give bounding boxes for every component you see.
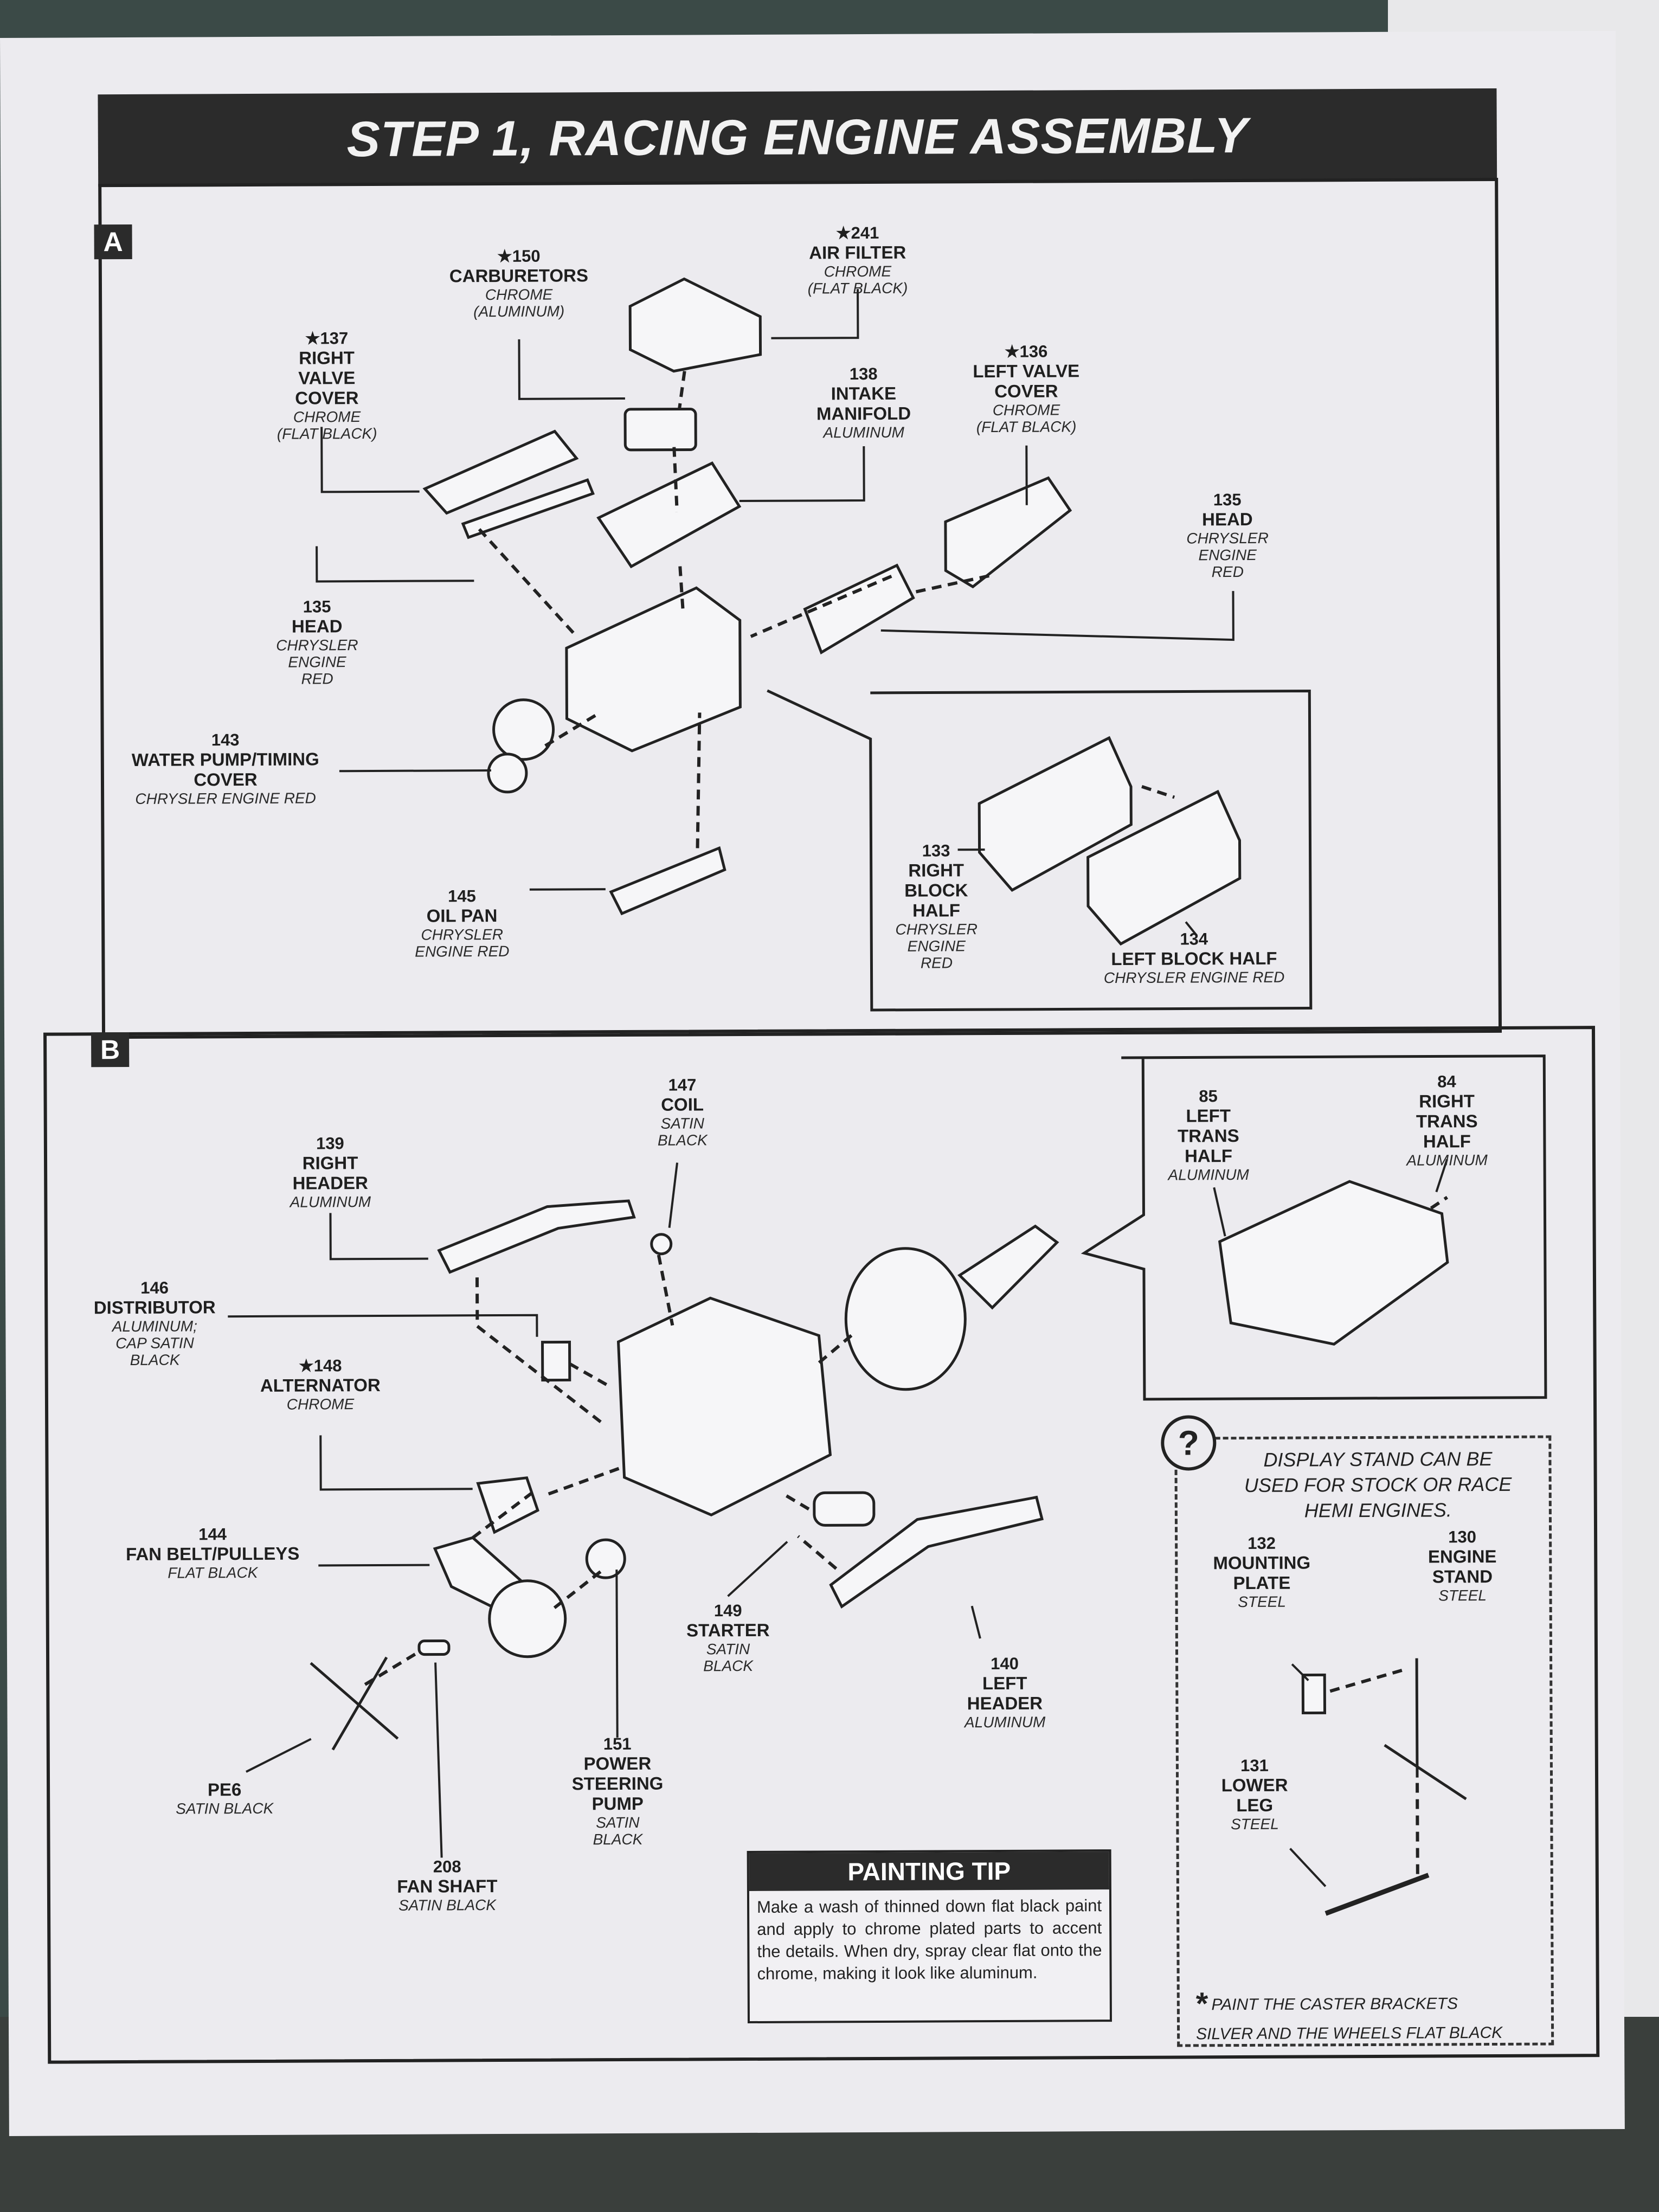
label-air-filter: ★241 AIR FILTER CHROME (FLAT BLACK) xyxy=(807,223,908,297)
label-lower-leg: 131 LOWER LEG STEEL xyxy=(1221,1756,1288,1832)
label-mounting-plate: 132 MOUNTING PLATE STEEL xyxy=(1213,1533,1311,1610)
assembly-drawing xyxy=(228,277,1547,1916)
air-filter-part xyxy=(628,277,762,373)
trans-halves-part xyxy=(1218,1180,1449,1346)
starter-part xyxy=(813,1491,876,1527)
label-fan: PE6 SATIN BLACK xyxy=(176,1779,274,1817)
painting-tip-body: Make a wash of thinned down flat black p… xyxy=(756,1896,1102,1983)
display-stand-box xyxy=(1174,1435,1554,2047)
power-steering-part xyxy=(585,1538,626,1579)
alternator-part xyxy=(476,1476,539,1534)
label-power-steering: 151 POWER STEERING PUMP SATIN BLACK xyxy=(571,1734,664,1848)
label-right-trans-half: 84 RIGHT TRANS HALF ALUMINUM xyxy=(1406,1072,1488,1169)
intake-manifold-part xyxy=(596,461,742,569)
right-valve-cover-part xyxy=(422,429,579,515)
trans-inset-frame xyxy=(1081,1054,1547,1401)
engine-block-part xyxy=(565,586,742,753)
mounting-plate-part xyxy=(1301,1673,1327,1715)
oil-pan-part xyxy=(609,846,726,916)
label-right-valve-cover: ★137 RIGHT VALVE COVER CHROME (FLAT BLAC… xyxy=(276,329,377,442)
asterisk-icon: * xyxy=(1195,1986,1208,2022)
lower-leg-part xyxy=(1324,1873,1430,1916)
transmission-part xyxy=(957,1224,1059,1310)
label-head-left: 135 HEAD CHRYSLER ENGINE RED xyxy=(276,597,358,687)
label-left-block-half: 134 LEFT BLOCK HALF CHRYSLER ENGINE RED xyxy=(1103,929,1285,986)
head-right-part xyxy=(803,563,915,655)
label-right-block-half: 133 RIGHT BLOCK HALF CHRYSLER ENGINE RED xyxy=(895,841,978,972)
bellhousing-part xyxy=(844,1247,967,1391)
carburetor-part xyxy=(623,407,697,452)
question-icon: ? xyxy=(1161,1415,1217,1471)
label-distributor: 146 DISTRIBUTOR ALUMINUM; CAP SATIN BLAC… xyxy=(93,1278,216,1369)
painting-tip-title: PAINTING TIP xyxy=(749,1851,1109,1892)
display-stand-heading: DISPLAY STAND CAN BE USED FOR STOCK OR R… xyxy=(1244,1448,1512,1522)
engine-stand-part xyxy=(1384,1658,1467,1801)
label-right-header: 139 RIGHT HEADER ALUMINUM xyxy=(290,1134,371,1211)
engine-assembly-part xyxy=(616,1296,832,1517)
label-left-trans-half: 85 LEFT TRANS HALF ALUMINUM xyxy=(1168,1086,1249,1184)
block-inset-frame xyxy=(767,689,1313,1012)
label-fan-belt: 144 FAN BELT/PULLEYS FLAT BLACK xyxy=(125,1525,300,1581)
painting-tip-box: PAINTING TIP Make a wash of thinned down… xyxy=(747,1849,1112,2024)
distributor-part xyxy=(541,1340,571,1382)
label-intake-manifold: 138 INTAKE MANIFOLD ALUMINUM xyxy=(816,364,911,441)
left-block-half-part xyxy=(1086,789,1242,946)
right-header-part xyxy=(437,1199,636,1274)
label-left-valve-cover: ★136 LEFT VALVE COVER CHROME (FLAT BLACK… xyxy=(973,342,1080,436)
left-valve-cover-part xyxy=(944,476,1072,589)
label-starter: 149 STARTER SATIN BLACK xyxy=(686,1601,770,1675)
label-fan-shaft: 208 FAN SHAFT SATIN BLACK xyxy=(397,1857,498,1914)
label-oil-pan: 145 OIL PAN CHRYSLER ENGINE RED xyxy=(415,886,510,960)
left-header-part xyxy=(829,1495,1044,1609)
head-left-part xyxy=(461,478,595,539)
water-pump-part xyxy=(492,698,555,761)
instruction-sheet: STEP 1, RACING ENGINE ASSEMBLY A B xyxy=(0,30,1625,2136)
label-water-pump: 143 WATER PUMP/TIMING COVER CHRYSLER ENG… xyxy=(131,730,319,807)
label-alternator: ★148 ALTERNATOR CHROME xyxy=(260,1356,381,1413)
coil-part xyxy=(650,1233,673,1256)
display-stand-note: *PAINT THE CASTER BRACKETS SILVER AND TH… xyxy=(1195,1986,1503,2043)
label-engine-stand: 130 ENGINE STAND STEEL xyxy=(1427,1527,1497,1604)
label-carburetors: ★150 CARBURETORS CHROME (ALUMINUM) xyxy=(449,246,589,320)
label-head-right: 135 HEAD CHRYSLER ENGINE RED xyxy=(1186,490,1269,581)
fan-part xyxy=(310,1656,399,1751)
right-block-half-part xyxy=(978,736,1133,892)
fan-shaft-part xyxy=(417,1639,451,1656)
label-left-header: 140 LEFT HEADER ALUMINUM xyxy=(964,1654,1046,1731)
label-coil: 147 COIL SATIN BLACK xyxy=(657,1075,708,1149)
